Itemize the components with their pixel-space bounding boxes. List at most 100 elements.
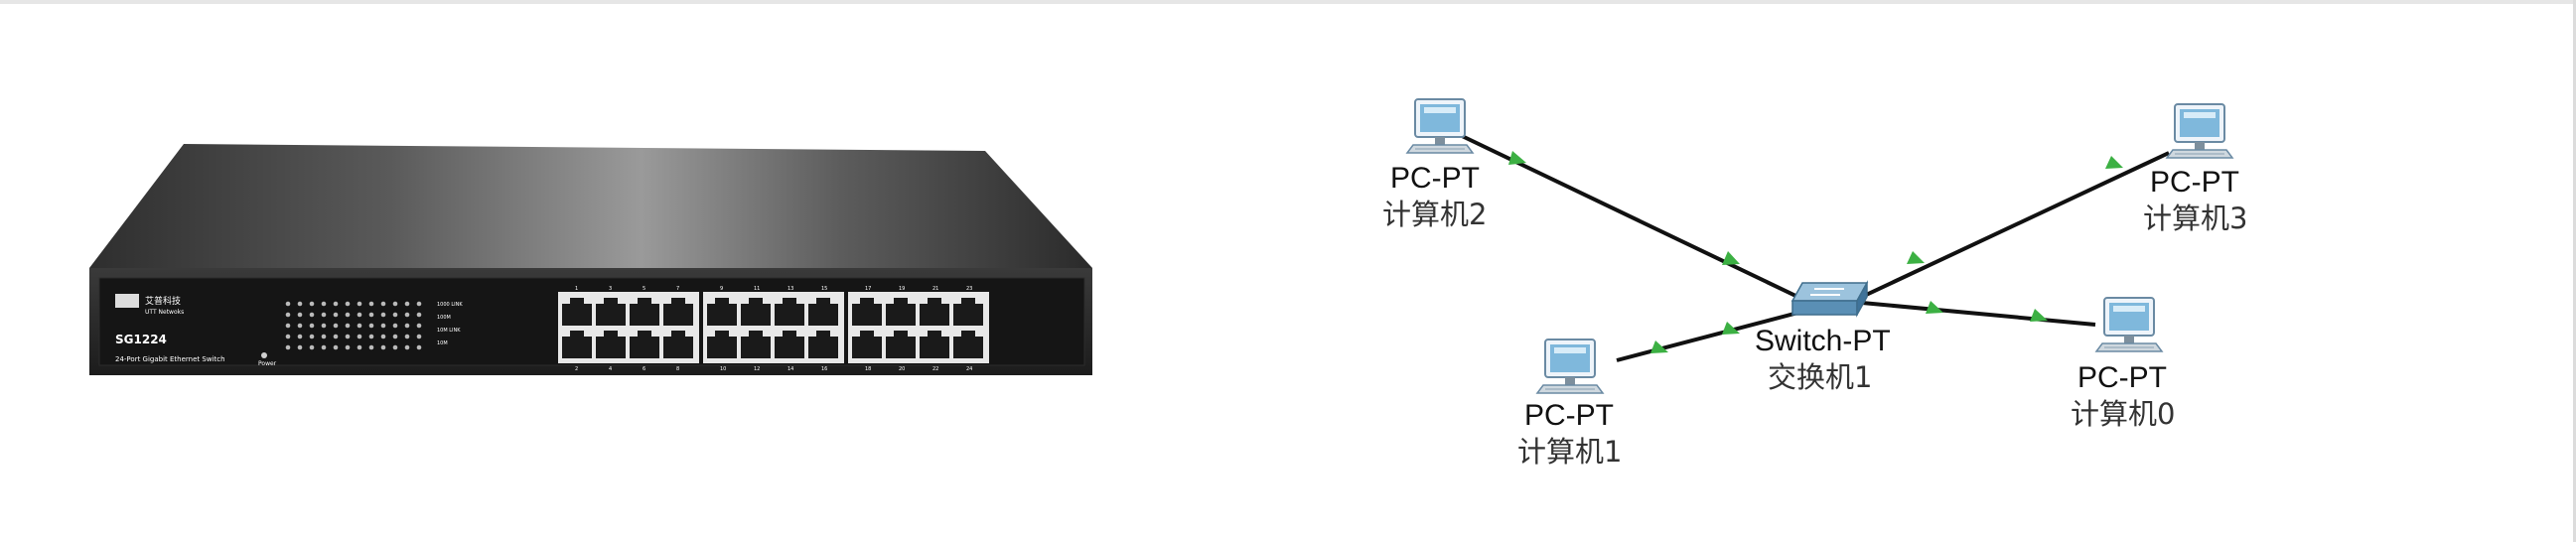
status-led	[392, 344, 398, 350]
pc-icon	[2095, 297, 2163, 352]
status-led	[380, 301, 386, 307]
pc-computer-2[interactable]: PC-PT 计算机2	[1382, 98, 1487, 231]
status-led	[309, 344, 315, 350]
status-led	[392, 301, 398, 307]
status-led	[404, 301, 410, 307]
link-pc0-switch	[1861, 301, 2096, 327]
port-number: 4	[609, 366, 612, 372]
link-light-pc2-end	[1508, 151, 1526, 165]
status-led	[357, 323, 362, 329]
status-led	[285, 301, 291, 307]
ethernet-port	[562, 298, 592, 326]
port-number: 14	[787, 366, 793, 372]
status-led	[416, 334, 422, 339]
port-number: 9	[720, 286, 723, 292]
switch-1[interactable]: Switch-PT 交换机1	[1755, 282, 1891, 394]
ethernet-port	[596, 298, 626, 326]
port-number: 13	[787, 286, 793, 292]
ethernet-port	[596, 331, 626, 358]
status-led	[392, 334, 398, 339]
pc-computer-0[interactable]: PC-PT 计算机0	[2071, 297, 2175, 431]
status-led	[380, 334, 386, 339]
status-led	[368, 323, 374, 329]
status-led	[357, 312, 362, 318]
ethernet-port	[663, 298, 693, 326]
link-light-pc2-sw-end	[1722, 251, 1740, 265]
pc-computer-1[interactable]: PC-PT 计算机1	[1517, 339, 1622, 469]
status-led	[333, 334, 339, 339]
ethernet-port	[741, 298, 771, 326]
link-light-pc0-end	[2030, 309, 2048, 322]
status-led	[309, 323, 315, 329]
pc-icon	[1536, 339, 1604, 394]
port-number: 15	[821, 286, 827, 292]
brand-logo	[115, 294, 139, 308]
status-led	[285, 312, 291, 318]
status-led	[309, 312, 315, 318]
right-border	[2573, 0, 2576, 542]
description-text: 24-Port Gigabit Ethernet Switch	[115, 355, 225, 363]
link-light-pc3-sw-end	[1907, 251, 1925, 264]
status-led	[345, 334, 351, 339]
port-number: 16	[821, 366, 827, 372]
link-light-pc3-end	[2105, 156, 2123, 169]
switch-icon	[1791, 282, 1868, 316]
link-light-pc1-sw-end	[1722, 322, 1740, 335]
led-legend-label: 10M	[437, 340, 448, 346]
status-led	[357, 344, 362, 350]
ethernet-port	[886, 331, 916, 358]
status-led	[416, 301, 422, 307]
ethernet-port	[630, 298, 659, 326]
top-border	[0, 0, 2576, 4]
status-led	[404, 323, 410, 329]
ethernet-port	[953, 331, 983, 358]
port-number: 3	[609, 286, 612, 292]
ethernet-port	[741, 331, 771, 358]
port-number: 23	[966, 286, 972, 292]
port-number: 6	[643, 366, 645, 372]
ethernet-port	[663, 331, 693, 358]
status-led	[297, 323, 303, 329]
device-name-label: 计算机0	[2071, 397, 2175, 431]
ethernet-port	[775, 298, 804, 326]
status-led	[368, 344, 374, 350]
status-led	[357, 334, 362, 339]
ethernet-port	[808, 331, 838, 358]
pc-icon	[1406, 98, 1474, 154]
status-led	[368, 301, 374, 307]
link-light-pc0-sw-end	[1926, 301, 1943, 314]
status-led	[321, 312, 327, 318]
power-led	[261, 352, 267, 358]
device-type-label: PC-PT	[1390, 162, 1480, 195]
port-number: 20	[899, 366, 905, 372]
status-led	[285, 334, 291, 339]
status-led	[297, 301, 303, 307]
status-led	[404, 312, 410, 318]
status-led	[309, 334, 315, 339]
ethernet-port	[775, 331, 804, 358]
status-led	[345, 312, 351, 318]
port-number: 11	[754, 286, 760, 292]
status-led	[345, 323, 351, 329]
ethernet-port	[562, 331, 592, 358]
pc-computer-3[interactable]: PC-PT 计算机3	[2143, 103, 2247, 235]
port-number: 24	[966, 366, 972, 372]
status-led	[416, 344, 422, 350]
device-name-label: 交换机1	[1768, 360, 1872, 394]
port-number: 10	[720, 366, 726, 372]
status-led	[321, 344, 327, 350]
status-led	[404, 344, 410, 350]
port-number: 21	[932, 286, 938, 292]
device-name-label: 计算机3	[2143, 202, 2247, 235]
status-led	[285, 323, 291, 329]
led-legend-label: 1000 LINK	[437, 302, 463, 308]
ethernet-port	[920, 298, 949, 326]
status-led	[321, 301, 327, 307]
status-led	[368, 312, 374, 318]
led-matrix	[285, 301, 422, 350]
port-number: 5	[643, 286, 645, 292]
port-number: 1	[575, 286, 578, 292]
pc-icon	[2166, 103, 2233, 159]
